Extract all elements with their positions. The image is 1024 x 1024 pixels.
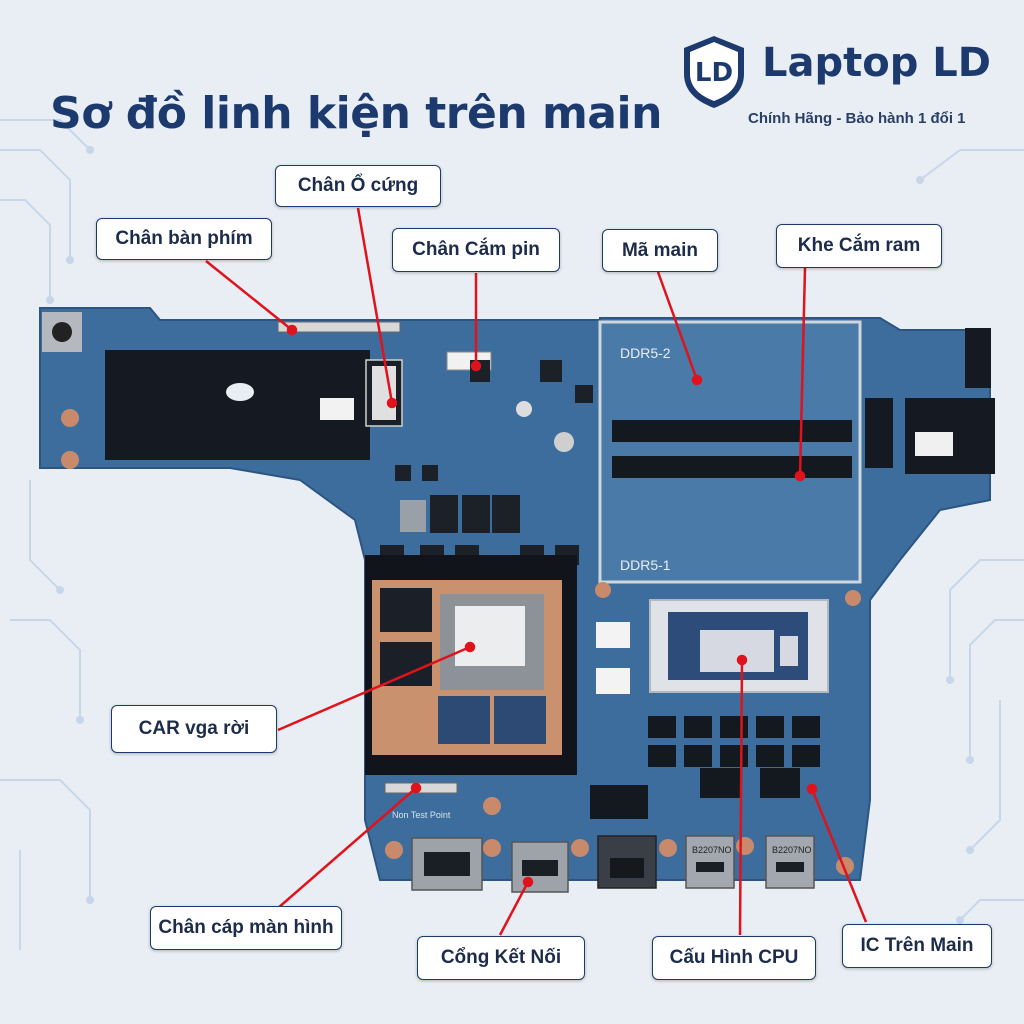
callout-vga: CAR vga rời [111, 705, 277, 753]
non-test-point-label: Non Test Point [392, 810, 451, 820]
gpu-die [455, 606, 525, 666]
ram-slot-frame [598, 320, 862, 584]
callout-display-cable: Chân cáp màn hình [150, 906, 342, 950]
ram-slot-1 [612, 420, 852, 442]
callout-board-code: Mã main [602, 229, 718, 272]
brand-name: Laptop LD [762, 40, 991, 86]
callout-ram-slot: Khe Cắm ram [776, 224, 942, 268]
chip-top-label: B2207NO [692, 845, 732, 855]
chip-bottom-label: B2207NO [772, 845, 812, 855]
display-connector [384, 782, 458, 794]
ddr-top-label: DDR5-2 [620, 345, 671, 361]
brand-tagline: Chính Hãng - Bảo hành 1 đổi 1 [748, 110, 966, 127]
brand-block: LD Laptop LD Chính Hãng - Bảo hành 1 đổi… [680, 34, 1010, 134]
callout-cpu: Cấu Hình CPU [652, 936, 816, 980]
callout-battery: Chân Cắm pin [392, 228, 560, 272]
ddr-bottom-label: DDR5-1 [620, 557, 671, 573]
brand-logo-letters: LD [695, 58, 733, 88]
cpu-die [700, 630, 774, 672]
page-title: Sơ đồ linh kiện trên main [50, 88, 662, 139]
shield-logo-icon: LD [684, 36, 744, 108]
callout-ports: Cổng Kết Nối [417, 936, 585, 980]
ram-slot-2 [612, 456, 852, 478]
callout-ic: IC Trên Main [842, 924, 992, 968]
callout-keyboard: Chân bàn phím [96, 218, 272, 260]
callout-hdd: Chân Ổ cứng [275, 165, 441, 207]
keyboard-connector [277, 321, 401, 333]
